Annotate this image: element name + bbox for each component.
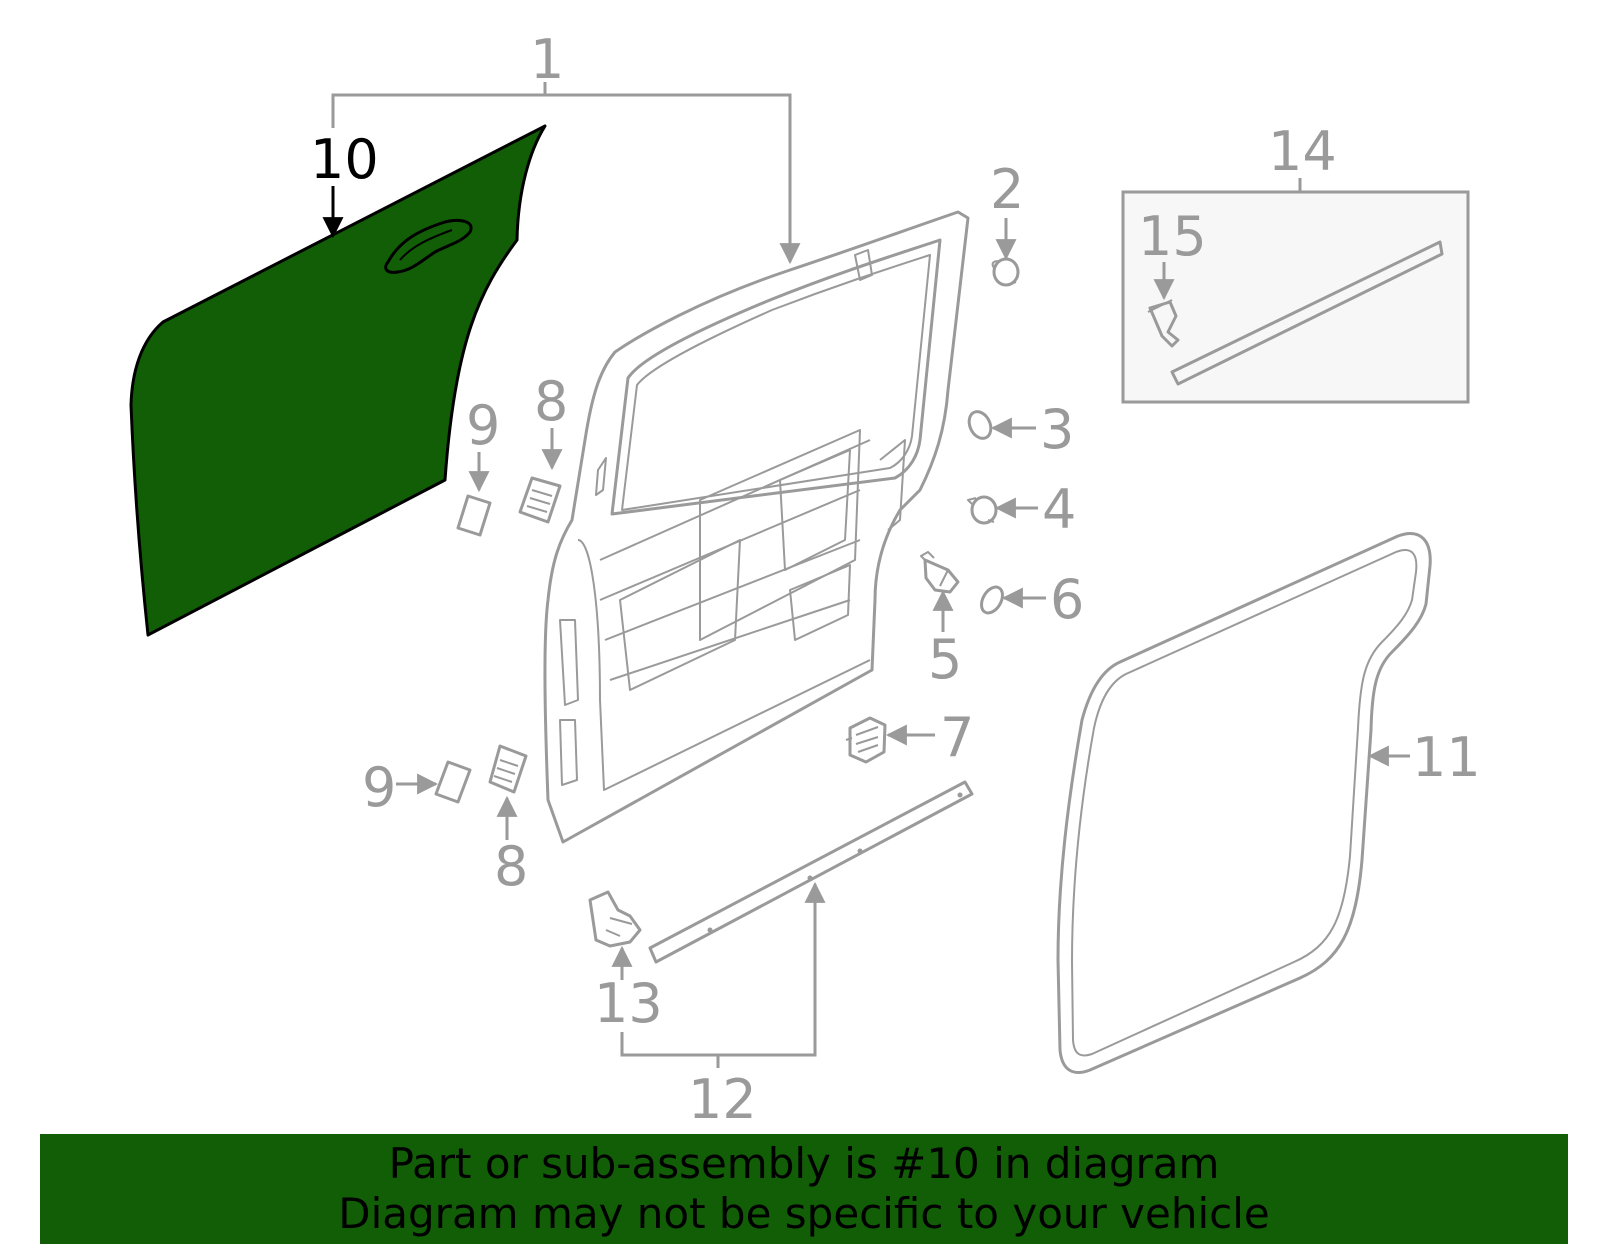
door-handle-inner: [399, 229, 453, 261]
callout-1[interactable]: 1: [530, 28, 564, 91]
callout-12[interactable]: 12: [688, 1068, 757, 1131]
clip-part-15[interactable]: [1147, 299, 1180, 348]
bracket-part-7[interactable]: [845, 716, 887, 764]
weatherstrip-part-11[interactable]: [1056, 532, 1432, 1074]
callout-7[interactable]: 7: [940, 706, 974, 769]
footer-line-1: Part or sub-assembly is #10 in diagram: [388, 1139, 1220, 1188]
clip-part-2[interactable]: [991, 257, 1020, 287]
bracket-1: [331, 93, 801, 265]
clip-part-4[interactable]: [967, 495, 998, 525]
pad-part-9-lower[interactable]: [434, 760, 472, 804]
callout-6[interactable]: 6: [1050, 568, 1084, 631]
callout-10[interactable]: 10: [310, 128, 379, 191]
callout-8-lower[interactable]: 8: [494, 835, 528, 898]
plug-part-6[interactable]: [977, 583, 1007, 616]
pad-part-9-upper[interactable]: [456, 494, 492, 537]
belt-molding-part-14[interactable]: [1170, 240, 1444, 386]
plug-part-3[interactable]: [965, 408, 995, 442]
end-cap-part-13[interactable]: [588, 890, 642, 948]
callout-3[interactable]: 3: [1040, 398, 1074, 461]
callout-9-upper[interactable]: 9: [466, 394, 500, 457]
callout-14[interactable]: 14: [1268, 120, 1337, 183]
callout-9-lower[interactable]: 9: [362, 756, 396, 819]
callout-13[interactable]: 13: [594, 972, 663, 1035]
footer-line-2: Diagram may not be specific to your vehi…: [338, 1189, 1270, 1238]
pad-part-8-upper[interactable]: [518, 476, 562, 524]
door-outer-skin-part-10[interactable]: [129, 124, 547, 637]
callout-5[interactable]: 5: [928, 628, 962, 691]
callout-4[interactable]: 4: [1042, 478, 1076, 541]
door-handle-recess: [384, 218, 473, 274]
pad-part-8-lower[interactable]: [488, 744, 528, 794]
door-frame-part-1[interactable]: [543, 210, 970, 844]
callout-2[interactable]: 2: [990, 158, 1024, 221]
callout-8-upper[interactable]: 8: [534, 370, 568, 433]
callout-15[interactable]: 15: [1138, 205, 1207, 268]
stud-part-5[interactable]: [920, 551, 960, 594]
footer-banner: Part or sub-assembly is #10 in diagram D…: [40, 1134, 1568, 1244]
callout-11[interactable]: 11: [1412, 726, 1481, 789]
lower-molding-part-12[interactable]: [648, 780, 974, 964]
